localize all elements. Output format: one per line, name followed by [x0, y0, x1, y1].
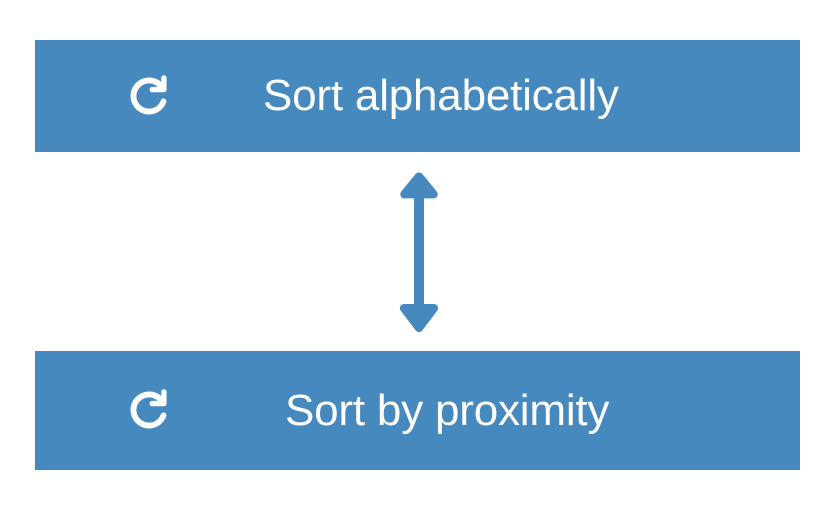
sort-alphabetically-button[interactable]: Sort alphabetically — [35, 40, 800, 152]
sort-by-proximity-label: Sort by proximity — [285, 386, 610, 435]
sort-by-proximity-button[interactable]: Sort by proximity — [35, 351, 800, 470]
rotate-clockwise-icon — [122, 383, 176, 437]
sort-alphabetically-label: Sort alphabetically — [263, 71, 619, 120]
rotate-clockwise-icon — [122, 69, 176, 123]
double-headed-vertical-arrow-icon — [392, 170, 446, 334]
